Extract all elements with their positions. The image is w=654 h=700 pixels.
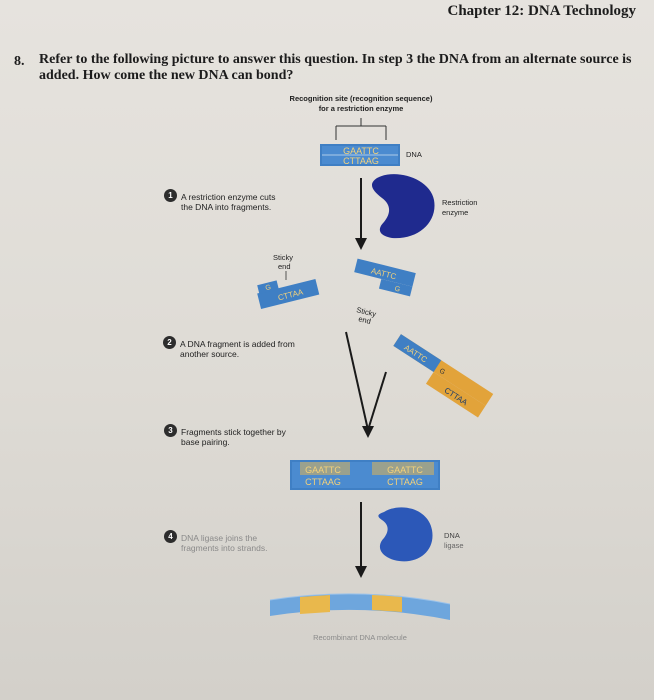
chapter-header: Chapter 12: DNA Technology [447, 3, 637, 19]
step-3-text: Fragments stick together by base pairing… [181, 427, 286, 447]
dna-double-strand: GAATTC CTTAAG [320, 144, 400, 166]
dna-ligase-label-1: DNA [444, 531, 460, 540]
down-arrow-2 [355, 502, 367, 578]
joined-left-bottom: CTTAAG [305, 477, 341, 487]
bottom-strand-sequence: CTTAAG [343, 156, 379, 166]
recognition-label-line2: for a restriction enzyme [319, 104, 404, 113]
sticky-end-left-2: end [278, 262, 291, 271]
step-1-text: A restriction enzyme cuts the DNA into f… [181, 192, 276, 212]
dna-ligase-label-2: ligase [444, 541, 464, 550]
restriction-enzyme-label-2: enzyme [442, 208, 468, 217]
joined-right-bottom: CTTAAG [387, 477, 423, 487]
right-frag-bottom: G [394, 286, 401, 294]
left-frag-top: G [265, 284, 272, 292]
joined-right-top: GAATTC [387, 465, 423, 475]
question-text: Refer to the following picture to answer… [39, 52, 632, 83]
added-frag-mid: G [438, 368, 446, 377]
recombinant-label: Recombinant DNA molecule [313, 633, 407, 642]
restriction-enzyme-shape [371, 174, 435, 239]
dna-label: DNA [406, 150, 422, 159]
dna-ligase-shape [378, 507, 433, 562]
step-4-text: DNA ligase joins the fragments into stra… [181, 533, 268, 553]
recognition-label-line1: Recognition site (recognition sequence) [290, 94, 433, 103]
top-strand-sequence: GAATTC [343, 146, 379, 156]
recombinant-dna [269, 593, 451, 620]
step-2-text: A DNA fragment is added from another sou… [180, 339, 295, 359]
added-fragment: AATTC G CTTAA [393, 334, 494, 418]
left-fragment: G CTTAA [257, 278, 320, 309]
joined-left-top: GAATTC [305, 465, 341, 475]
recognition-bracket [335, 118, 387, 140]
converging-arrow [345, 331, 387, 438]
sticky-end-left-1: Sticky [273, 253, 293, 262]
step-3-badge: 3 [164, 424, 177, 437]
restriction-enzyme-label-1: Restriction [442, 198, 477, 207]
step-4-badge: 4 [164, 530, 177, 543]
joined-fragments: GAATTC CTTAAG GAATTC CTTAAG [290, 460, 440, 490]
step-2-badge: 2 [163, 336, 176, 349]
step-1-badge: 1 [164, 189, 177, 202]
question-number: 8. [14, 54, 25, 69]
right-fragment: AATTC G [354, 258, 416, 297]
down-arrow-1 [355, 178, 367, 250]
sticky-end-right-2: end [358, 314, 372, 326]
